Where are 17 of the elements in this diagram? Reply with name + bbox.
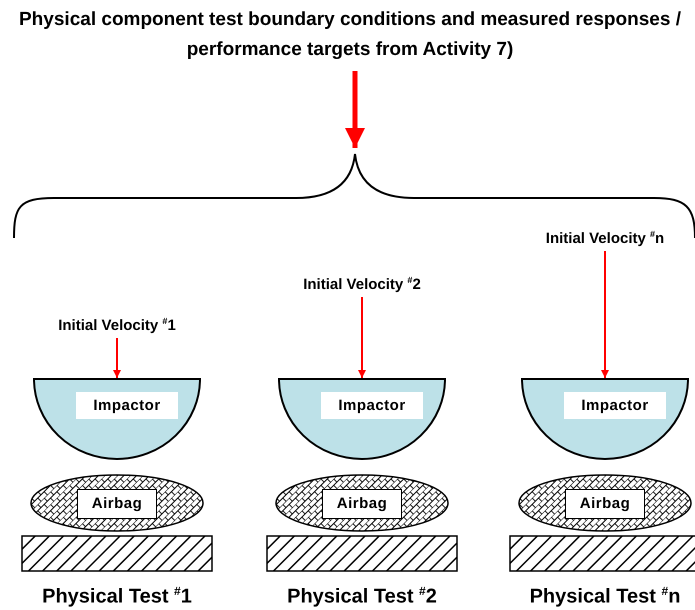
test-caption: Physical Test $^{#}$n [528, 584, 682, 609]
test-caption: Physical Test $^{#}$2 [286, 584, 438, 609]
part-label: Airbag [77, 489, 157, 519]
arrow [113, 338, 121, 378]
arrow [601, 251, 609, 378]
part-label: Impactor [76, 392, 178, 419]
velocity-label: Initial Velocity $^{#}$2 [302, 275, 422, 293]
part-label: Airbag [565, 489, 645, 519]
velocity-label: Initial Velocity $^{#}$n [544, 229, 666, 247]
test-caption: Physical Test $^{#}$1 [41, 584, 193, 609]
arrow [358, 297, 366, 378]
part-label: Airbag [322, 489, 402, 519]
part-label: Impactor [564, 392, 666, 419]
arrow [345, 71, 365, 148]
title-text: Physical component test boundary conditions and measured responses / performance targets from Activity 7) [18, 8, 682, 62]
velocity-label: Initial Velocity $^{#}$1 [57, 316, 177, 334]
part-label: Impactor [321, 392, 423, 419]
